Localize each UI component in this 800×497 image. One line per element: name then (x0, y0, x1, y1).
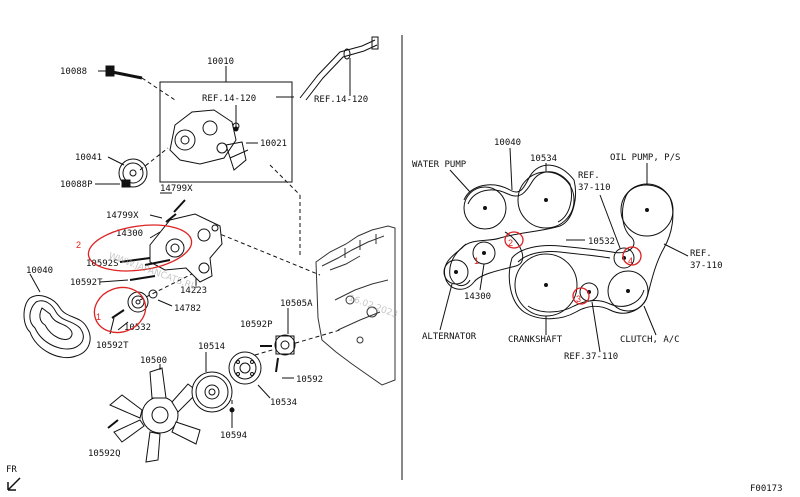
pulley-water-pump (463, 186, 507, 230)
fan-hub-10505a (274, 334, 296, 356)
red-annotation-numbers: 1 2 1 2 3 4 (76, 238, 633, 322)
label-10040-right: 10040 (494, 138, 521, 148)
label-10594: 10594 (220, 431, 247, 441)
annotation-circle-2-left (87, 224, 193, 272)
belt-inner (508, 184, 674, 320)
label-clutch-ac: CLUTCH, A/C (620, 335, 680, 345)
label-ref-14-120-b: REF.14-120 (314, 95, 368, 105)
exploded-view (7, 35, 403, 491)
label-10532-right: 10532 (588, 237, 615, 247)
belt-10040-loose (23, 295, 91, 358)
label-14300-right: 14300 (464, 292, 491, 302)
label-10532-left: 10532 (124, 323, 151, 333)
label-14799x-a: 14799X (160, 184, 193, 194)
annotation-num-2-right: 2 (508, 238, 513, 248)
label-ref-37-a-bottom: 37-110 (578, 183, 611, 193)
label-alternator: ALTERNATOR (422, 332, 477, 342)
annotation-num-3-right: 3 (576, 294, 581, 304)
red-annotations (87, 224, 642, 334)
label-10592s: 10592S (86, 259, 119, 269)
label-10534-right: 10534 (530, 154, 557, 164)
annotation-num-1-right: 1 (474, 256, 479, 266)
label-14300-left: 14300 (116, 229, 143, 239)
cooling-fan-10500 (109, 367, 201, 463)
exploded-view-labels: 10088 10010 REF.14-120 REF.14-120 10021 … (6, 57, 368, 475)
label-10040-left: 10040 (26, 266, 53, 276)
annotation-circle-1-left (93, 286, 147, 334)
label-crankshaft: CRANKSHAFT (508, 335, 563, 345)
label-10592q: 10592Q (88, 449, 121, 459)
belt-routing (439, 147, 689, 353)
pulley-clutch-ac (607, 270, 649, 312)
bypass-pipe (299, 36, 379, 101)
label-10534-left: 10534 (270, 398, 297, 408)
front-arrow-icon (7, 477, 21, 491)
label-10041: 10041 (75, 153, 102, 163)
label-14782: 14782 (174, 304, 201, 314)
annotation-num-4-right: 4 (628, 256, 633, 266)
fan-clutch-10514 (191, 371, 233, 413)
label-ref-14-120-a: REF.14-120 (202, 94, 256, 104)
annotation-circle-3-right (572, 287, 590, 305)
label-10505a: 10505A (280, 299, 313, 309)
pulley-idler-10532 (613, 247, 635, 269)
label-14799x-b: 14799X (106, 211, 139, 221)
label-ref-37-b-bottom: 37-110 (690, 261, 723, 271)
label-10088p: 10088P (60, 180, 93, 190)
label-10514: 10514 (198, 342, 225, 352)
label-ref-37-b-top: REF. (690, 249, 712, 259)
label-10021: 10021 (260, 139, 287, 149)
fan-pulley-10534 (228, 351, 262, 385)
label-10592t-a: 10592T (70, 278, 103, 288)
label-water-pump: WATER PUMP (412, 160, 467, 170)
label-10500: 10500 (140, 356, 167, 366)
watermark-date: 16.02.2023 (347, 293, 399, 320)
pulley-10041 (118, 158, 148, 188)
label-10592p: 10592P (240, 320, 273, 330)
label-ref-37-c: REF.37-110 (564, 352, 618, 362)
annotation-circle-2-right (504, 231, 524, 249)
belt-routing-labels: WATER PUMP 10040 10534 OIL PUMP, P/S REF… (412, 138, 723, 362)
bolt-10088p (121, 179, 131, 188)
label-ref-37-a-top: REF. (578, 171, 600, 181)
label-10592: 10592 (296, 375, 323, 385)
water-pump-body (169, 109, 249, 171)
annotation-num-1-left: 1 (96, 312, 101, 322)
bolt-10088 (105, 65, 143, 80)
label-10010: 10010 (207, 57, 234, 67)
label-oil-pump: OIL PUMP, P/S (610, 153, 680, 163)
label-10592t-b: 10592T (96, 341, 129, 351)
annotation-circle-4-right (622, 246, 642, 266)
tensioner-bracket (149, 213, 223, 283)
annotation-num-2-left: 2 (76, 240, 81, 250)
label-10088: 10088 (60, 67, 87, 77)
label-fr: FR (6, 465, 17, 475)
label-14223: 14223 (180, 286, 207, 296)
figure-code: F00173 (750, 484, 783, 494)
engine-block (315, 225, 396, 386)
